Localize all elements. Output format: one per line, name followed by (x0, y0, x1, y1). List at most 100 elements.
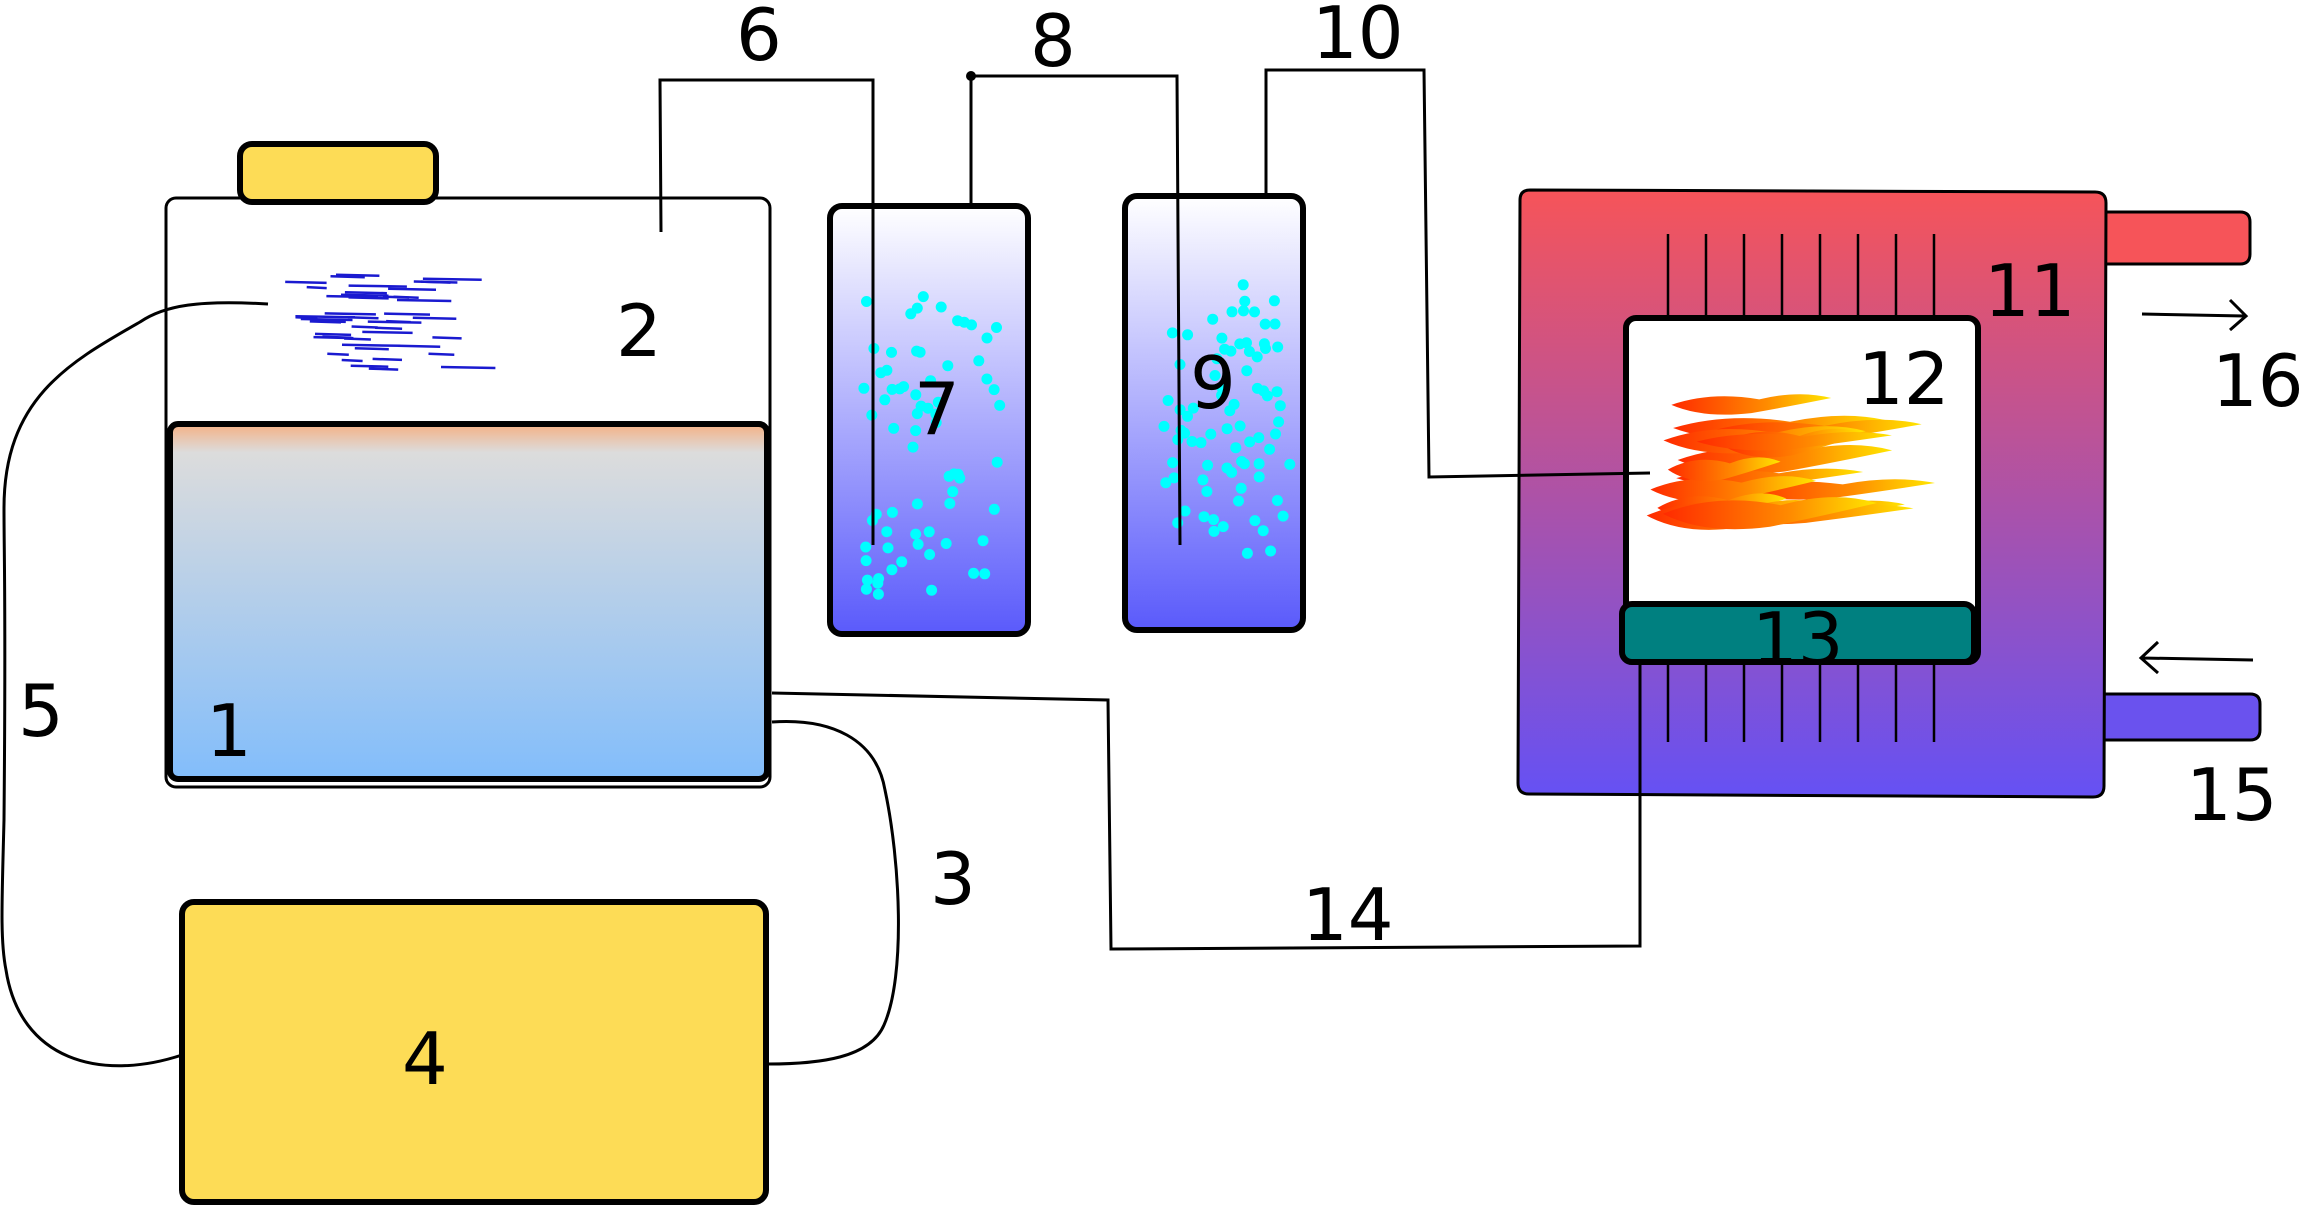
label-7: 7 (914, 367, 960, 451)
bubble (1268, 295, 1280, 307)
bubble (925, 375, 937, 387)
bubble (1251, 382, 1263, 394)
line-3 (767, 720, 900, 1066)
label-10: 10 (1312, 0, 1404, 75)
bubble (924, 549, 936, 560)
bubble (1179, 505, 1191, 517)
bubble (1234, 338, 1246, 350)
bubble (1195, 437, 1207, 449)
vapor-streak (362, 330, 413, 335)
bubble (1167, 457, 1179, 469)
bubble (1239, 295, 1251, 307)
heater (1516, 188, 2262, 799)
bubble (1207, 313, 1219, 325)
arrow-16 (2141, 298, 2249, 332)
bubble (1260, 343, 1271, 354)
bubble (923, 526, 935, 538)
bubble (942, 360, 954, 372)
flame-icon (1646, 394, 1935, 530)
label-2: 2 (616, 289, 662, 373)
bubble (905, 308, 917, 320)
bubble (935, 301, 947, 313)
bubble (886, 506, 898, 518)
bubble (930, 417, 942, 429)
bubble (930, 408, 942, 420)
vapor-streak (300, 317, 353, 322)
bubble (881, 526, 893, 538)
bubble (1249, 306, 1260, 318)
bubble (1168, 472, 1180, 484)
vapor-streak (344, 290, 387, 295)
line-6 (658, 78, 875, 545)
bubble (910, 389, 922, 401)
vapor-streak (330, 275, 365, 279)
bubble (988, 384, 1000, 396)
bubbles-left (858, 291, 1006, 600)
bubble (1228, 398, 1240, 410)
vapor-streak (351, 325, 378, 329)
bubble (1243, 346, 1255, 357)
bubble (912, 538, 924, 550)
bubble (1216, 382, 1228, 393)
vapor-streak (388, 287, 437, 292)
bubble (1253, 432, 1265, 444)
junction-dot (966, 71, 976, 81)
bubble (947, 486, 959, 498)
bubble (907, 441, 919, 453)
bubble (1238, 305, 1249, 317)
bubble (1264, 443, 1276, 455)
label-11: 11 (1984, 249, 2076, 333)
label-5: 5 (18, 669, 64, 753)
label-1: 1 (206, 689, 252, 773)
bubble (1198, 511, 1210, 523)
vapor-streak (285, 280, 327, 285)
bubble (917, 291, 929, 303)
bubble (1221, 423, 1233, 435)
bubble (888, 422, 900, 434)
vapor-streak (306, 285, 327, 290)
bubble (1182, 410, 1193, 422)
arrow-15 (2138, 640, 2254, 675)
label-16: 16 (2212, 339, 2304, 423)
heater-inlet-pipe (2096, 692, 2262, 742)
vapor-streak (354, 346, 389, 351)
bubble (1187, 402, 1199, 414)
bubble (1186, 436, 1198, 447)
bubble (1172, 517, 1184, 529)
label-9: 9 (1190, 341, 1236, 425)
label-14: 14 (1302, 873, 1394, 957)
flame (1671, 394, 1832, 415)
vapor-streak (326, 294, 379, 299)
bubble (861, 574, 873, 586)
bubble (882, 542, 894, 554)
bubble (1216, 332, 1228, 344)
bubble (872, 588, 884, 600)
bubble (988, 503, 1000, 515)
bubble (1175, 424, 1187, 436)
bubble (861, 296, 872, 307)
vapor-streak (341, 358, 363, 363)
vapor-streak (340, 293, 389, 297)
vapor-streak (368, 367, 399, 371)
vapor-streak (375, 326, 403, 331)
bubble (875, 367, 887, 379)
vapor-streak (432, 336, 462, 340)
bubble (968, 567, 980, 579)
bubble (948, 468, 960, 480)
bubble (926, 584, 938, 596)
bubble (1284, 458, 1296, 470)
bubble (1238, 458, 1250, 470)
bubble (910, 425, 922, 437)
vapor-streaks (285, 273, 496, 371)
label-3: 3 (930, 837, 976, 921)
bubble (944, 498, 956, 509)
bubble (1205, 428, 1217, 440)
label-12: 12 (1858, 337, 1950, 421)
bubble (858, 382, 870, 394)
vapor-streak (335, 273, 380, 277)
liquid-phase (167, 421, 770, 782)
bubble (1271, 495, 1283, 506)
bubble (860, 555, 872, 567)
bubble (1158, 420, 1170, 432)
bubble (1253, 471, 1265, 483)
